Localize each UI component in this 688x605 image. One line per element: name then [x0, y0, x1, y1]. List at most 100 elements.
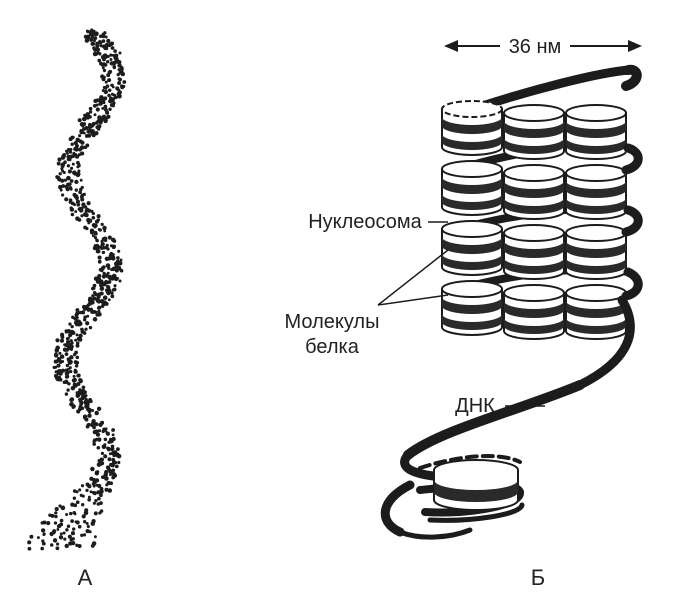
- fiber-dot: [77, 169, 81, 173]
- fiber-dot: [102, 33, 106, 37]
- fiber-dot: [58, 360, 63, 365]
- fiber-dot: [97, 292, 102, 297]
- fiber-dot: [107, 298, 111, 302]
- fiber-dot: [113, 53, 119, 58]
- fiber-dot: [96, 119, 101, 124]
- fiber-dot: [78, 404, 83, 410]
- fiber-dot: [79, 145, 85, 150]
- fiber-dot: [92, 491, 97, 496]
- fiber-dot: [58, 172, 62, 176]
- fiber-dot: [63, 178, 67, 182]
- fiber-dot: [72, 489, 77, 493]
- fiber-dot: [91, 419, 96, 424]
- fiber-dot: [100, 55, 105, 59]
- fiber-dot: [93, 230, 98, 235]
- fiber-dot: [75, 391, 79, 395]
- fiber-dot: [70, 324, 74, 329]
- fiber-dot: [94, 498, 98, 503]
- fiber-dot: [73, 503, 78, 508]
- fiber-dot: [117, 249, 121, 253]
- fiber-dot: [100, 239, 104, 243]
- fiber-dot: [95, 249, 100, 254]
- fiber-dot: [111, 274, 115, 278]
- fiber-dot: [99, 34, 103, 39]
- fiber-dot: [68, 158, 72, 162]
- fiber-dot: [63, 343, 67, 347]
- fiber-dot: [106, 60, 110, 64]
- protein-label-line2: белка: [305, 336, 360, 358]
- fiber-dot: [81, 503, 85, 507]
- fiber-dot: [87, 497, 92, 502]
- fiber-dot: [93, 113, 97, 117]
- panel-a-label: А: [78, 565, 93, 590]
- fiber-dot: [114, 464, 119, 469]
- fiber-dot: [78, 333, 83, 338]
- fiber-dot: [103, 118, 108, 124]
- fiber-dot: [54, 507, 59, 512]
- fiber-dot: [92, 477, 97, 483]
- fiber-dot: [86, 524, 90, 529]
- fiber-dot: [110, 444, 115, 449]
- fiber-dot: [88, 106, 93, 111]
- fiber-dot: [69, 355, 74, 360]
- fiber-dot: [100, 63, 104, 67]
- fiber-dot: [118, 51, 122, 55]
- fiber-dot: [94, 422, 99, 427]
- free-nucleosome: [433, 459, 519, 511]
- fiber-dot: [111, 256, 116, 261]
- nucleosome: [503, 224, 565, 280]
- fiber-dot: [74, 145, 79, 150]
- fiber-dot: [76, 341, 80, 345]
- fiber-dot: [111, 244, 117, 249]
- fiber-dot: [53, 521, 58, 525]
- fiber-dot: [93, 535, 97, 539]
- nucleosome-stack: [441, 100, 627, 340]
- fiber-dot: [101, 250, 106, 255]
- fiber-dot: [104, 80, 108, 84]
- fiber-dot: [107, 280, 112, 284]
- fiber-dot: [66, 388, 70, 392]
- fiber-dot: [96, 502, 101, 506]
- fiber-dot: [98, 40, 102, 44]
- fiber-dot: [67, 382, 71, 386]
- fiber-dot: [60, 178, 65, 183]
- fiber-dot: [76, 381, 81, 387]
- fiber-dot: [103, 238, 108, 243]
- fiber-dot: [36, 536, 40, 540]
- fiber-dot: [100, 242, 105, 247]
- fiber-dot: [67, 534, 72, 539]
- fiber-dot: [104, 35, 108, 39]
- fiber-dot: [58, 535, 64, 540]
- fiber-dot: [98, 422, 103, 427]
- fiber-dot: [72, 527, 76, 531]
- fiber-dot: [92, 484, 96, 488]
- fiber-dot: [101, 444, 107, 450]
- fiber-dot: [68, 366, 72, 370]
- fiber-dot: [113, 284, 117, 288]
- fiber-dot: [80, 140, 85, 145]
- fiber-dot: [92, 317, 98, 322]
- fiber-dot: [105, 431, 109, 435]
- fiber-dot: [84, 404, 89, 409]
- fiber-dot: [80, 151, 85, 156]
- fiber-dot: [85, 321, 90, 326]
- fiber-dot: [72, 382, 77, 387]
- fiber-dot: [58, 351, 62, 355]
- fiber-dot: [81, 310, 86, 315]
- fiber-dot: [110, 294, 115, 299]
- fiber-dot: [76, 409, 81, 414]
- fiber-dot: [107, 440, 111, 444]
- fiber-dot: [111, 475, 116, 480]
- fiber-dot: [56, 175, 61, 180]
- fiber-dot: [89, 490, 93, 494]
- fiber-dot: [96, 214, 101, 219]
- fiber-dot: [69, 538, 73, 542]
- fiber-dot: [122, 80, 127, 84]
- fiber-dot: [64, 543, 69, 549]
- fiber-dot: [110, 92, 114, 96]
- fiber-dot: [108, 69, 113, 74]
- fiber-dot: [81, 514, 86, 519]
- fiber-dot: [97, 280, 102, 285]
- fiber-dot: [56, 527, 60, 531]
- nucleosome: [441, 280, 503, 336]
